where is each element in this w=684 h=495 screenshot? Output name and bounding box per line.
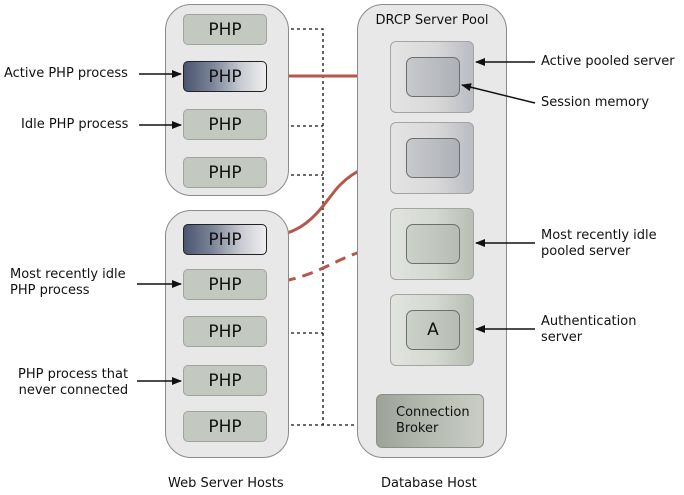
php-process-most-recently-idle: PHP xyxy=(183,269,267,300)
php-process-idle: PHP xyxy=(183,316,267,347)
broker-label-line2: Broker xyxy=(396,421,439,436)
annotation-active-pooled: Active pooled server xyxy=(541,54,675,69)
pool-title: DRCP Server Pool xyxy=(375,13,489,28)
annotation-line: pooled server xyxy=(541,244,631,259)
arrow-icon xyxy=(461,83,536,104)
annotation-line: Most recently idle xyxy=(10,267,126,282)
annotation-idle-php: Idle PHP process xyxy=(21,117,129,132)
recent-idle-connection-line xyxy=(266,241,391,285)
php-process-idle: PHP xyxy=(183,157,267,188)
pooled-server-active xyxy=(390,41,474,113)
caption-web-server-hosts: Web Server Hosts xyxy=(168,476,284,491)
annotation-recent-idle-pooled: Most recently idle pooled server xyxy=(541,228,657,260)
broker-label-line1: Connection xyxy=(396,405,470,420)
session-memory xyxy=(406,224,460,264)
php-process-idle: PHP xyxy=(183,14,267,45)
php-process-idle: PHP xyxy=(183,411,267,442)
annotation-never-connected: PHP process that never connected xyxy=(18,367,128,399)
pooled-server-active xyxy=(390,122,474,194)
annotation-auth-server: Authentication server xyxy=(541,314,636,346)
annotation-line: never connected xyxy=(18,383,129,398)
php-process-idle: PHP xyxy=(183,109,267,140)
annotation-line: PHP process that xyxy=(18,367,129,382)
session-memory xyxy=(406,138,460,178)
annotation-session-memory: Session memory xyxy=(541,95,650,110)
php-process-active: PHP xyxy=(183,61,267,92)
annotation-recent-idle-php: Most recently idle PHP process xyxy=(10,267,126,299)
session-memory xyxy=(406,57,460,97)
connection-broker: Connection Broker xyxy=(376,394,484,448)
annotation-line: PHP process xyxy=(10,283,90,298)
annotation-active-php: Active PHP process xyxy=(4,66,128,81)
caption-database-host: Database Host xyxy=(381,476,477,491)
php-process-active: PHP xyxy=(183,224,267,255)
php-process-never-connected: PHP xyxy=(183,365,267,396)
pooled-server-most-recently-idle xyxy=(390,208,474,280)
annotation-line: Authentication xyxy=(541,314,637,329)
authentication-memory: A xyxy=(406,310,460,350)
annotation-line: Most recently idle xyxy=(541,228,657,243)
annotation-line: server xyxy=(541,330,583,345)
pooled-server-authentication: A xyxy=(390,294,474,366)
